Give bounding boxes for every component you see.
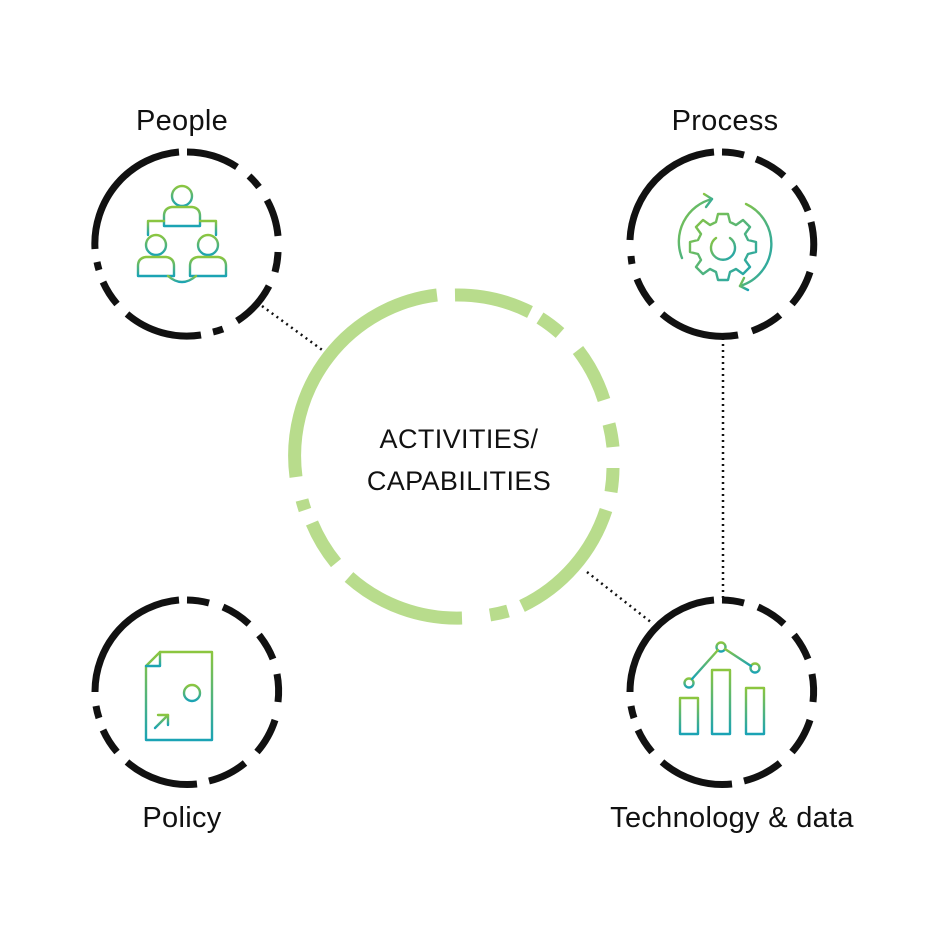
policy-node[interactable] (91, 596, 283, 788)
policy-ring (91, 596, 283, 788)
connector-center-technology (586, 571, 653, 624)
people-node[interactable] (91, 148, 282, 340)
people-network-icon (136, 184, 228, 284)
gear-cycle-icon (677, 192, 773, 292)
center-label-line2: CAPABILITIES (366, 466, 552, 496)
process-node[interactable] (626, 148, 818, 340)
technology-ring (626, 596, 818, 788)
connector-people-center (261, 304, 326, 354)
policy-label: Policy (142, 802, 222, 834)
technology-node[interactable] (626, 596, 818, 788)
technology-label: Technology & data (610, 802, 854, 834)
people-ring (91, 148, 282, 340)
center-ring (288, 288, 620, 625)
center-label-line1: ACTIVITIES/ (379, 424, 539, 454)
bar-chart-icon (666, 641, 777, 736)
document-icon (144, 650, 214, 742)
center-label: ACTIVITIES/ CAPABILITIES (367, 418, 551, 502)
process-ring (626, 148, 818, 340)
process-label: Process (671, 105, 779, 137)
people-label: People (135, 105, 229, 137)
connectors (261, 304, 725, 624)
